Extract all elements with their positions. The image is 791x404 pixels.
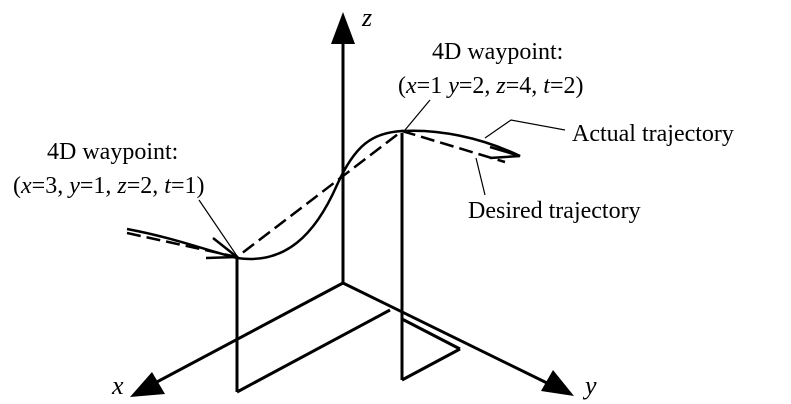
waypoint-1-leader [198,199,238,257]
y-axis-label: y [582,371,597,400]
waypoint-2-t-val: =2) [550,73,584,99]
waypoint-2-x-val: =1 [417,73,449,99]
waypoint-2-z-val: =4, [506,73,544,99]
waypoint-2-floor-line-x [401,317,461,351]
waypoint-2-y-val: =2, [459,73,497,99]
trajectory-arrowheads [205,145,521,260]
waypoint-1-z-val: =2, [127,173,165,199]
y-axis-arrowhead [541,370,574,396]
x-axis-arrowhead [130,372,165,397]
z-axis-arrowhead [331,12,355,44]
waypoint-2-x-var: x [405,73,417,99]
x-axis-line [154,281,344,385]
waypoint-1-z-var: z [116,173,127,199]
waypoint-2-t-var: t [543,73,551,99]
waypoint-1-y-val: =1, [80,173,118,199]
z-axis-label: z [361,3,372,32]
waypoint-1-t-val: =1) [171,173,205,199]
waypoint-1-projection [235,258,391,394]
x-axis-label: x [111,371,124,400]
outgoing-arrowhead [489,145,521,160]
waypoint-2-y-var: y [446,73,459,99]
waypoint-1-floor-line-y [236,308,391,394]
waypoint-1-coordinates: (x=3, y=1, z=2, t=1) [13,173,205,199]
waypoint-1-y-var: y [67,173,80,199]
incoming-arrowhead [205,237,241,260]
waypoint-1-t-var: t [164,173,172,199]
y-axis-line [342,281,548,385]
waypoint-2-projection [400,133,461,382]
waypoint-1-x-val: =3, [32,173,70,199]
desired-trajectory-leader [475,157,486,196]
coordinate-axes [154,40,548,385]
axis-arrowheads [130,12,574,397]
waypoint-1-x-var: x [20,173,32,199]
waypoint-2-floor-line-y [401,347,461,382]
desired-trajectory-line [126,129,506,259]
waypoint-2-z-var: z [495,73,506,99]
callout-leaders [198,99,566,257]
waypoint-2-leader [404,99,431,131]
actual-trajectory-leader [484,119,566,139]
waypoint-2-title: 4D waypoint: [432,39,563,65]
actual-trajectory-label: Actual trajectory [572,121,734,147]
waypoint-1-title: 4D waypoint: [47,139,178,165]
desired-trajectory-label: Desired trajectory [468,198,641,224]
waypoint-2-coordinates: (x=1 y=2, z=4, t=2) [398,73,584,99]
